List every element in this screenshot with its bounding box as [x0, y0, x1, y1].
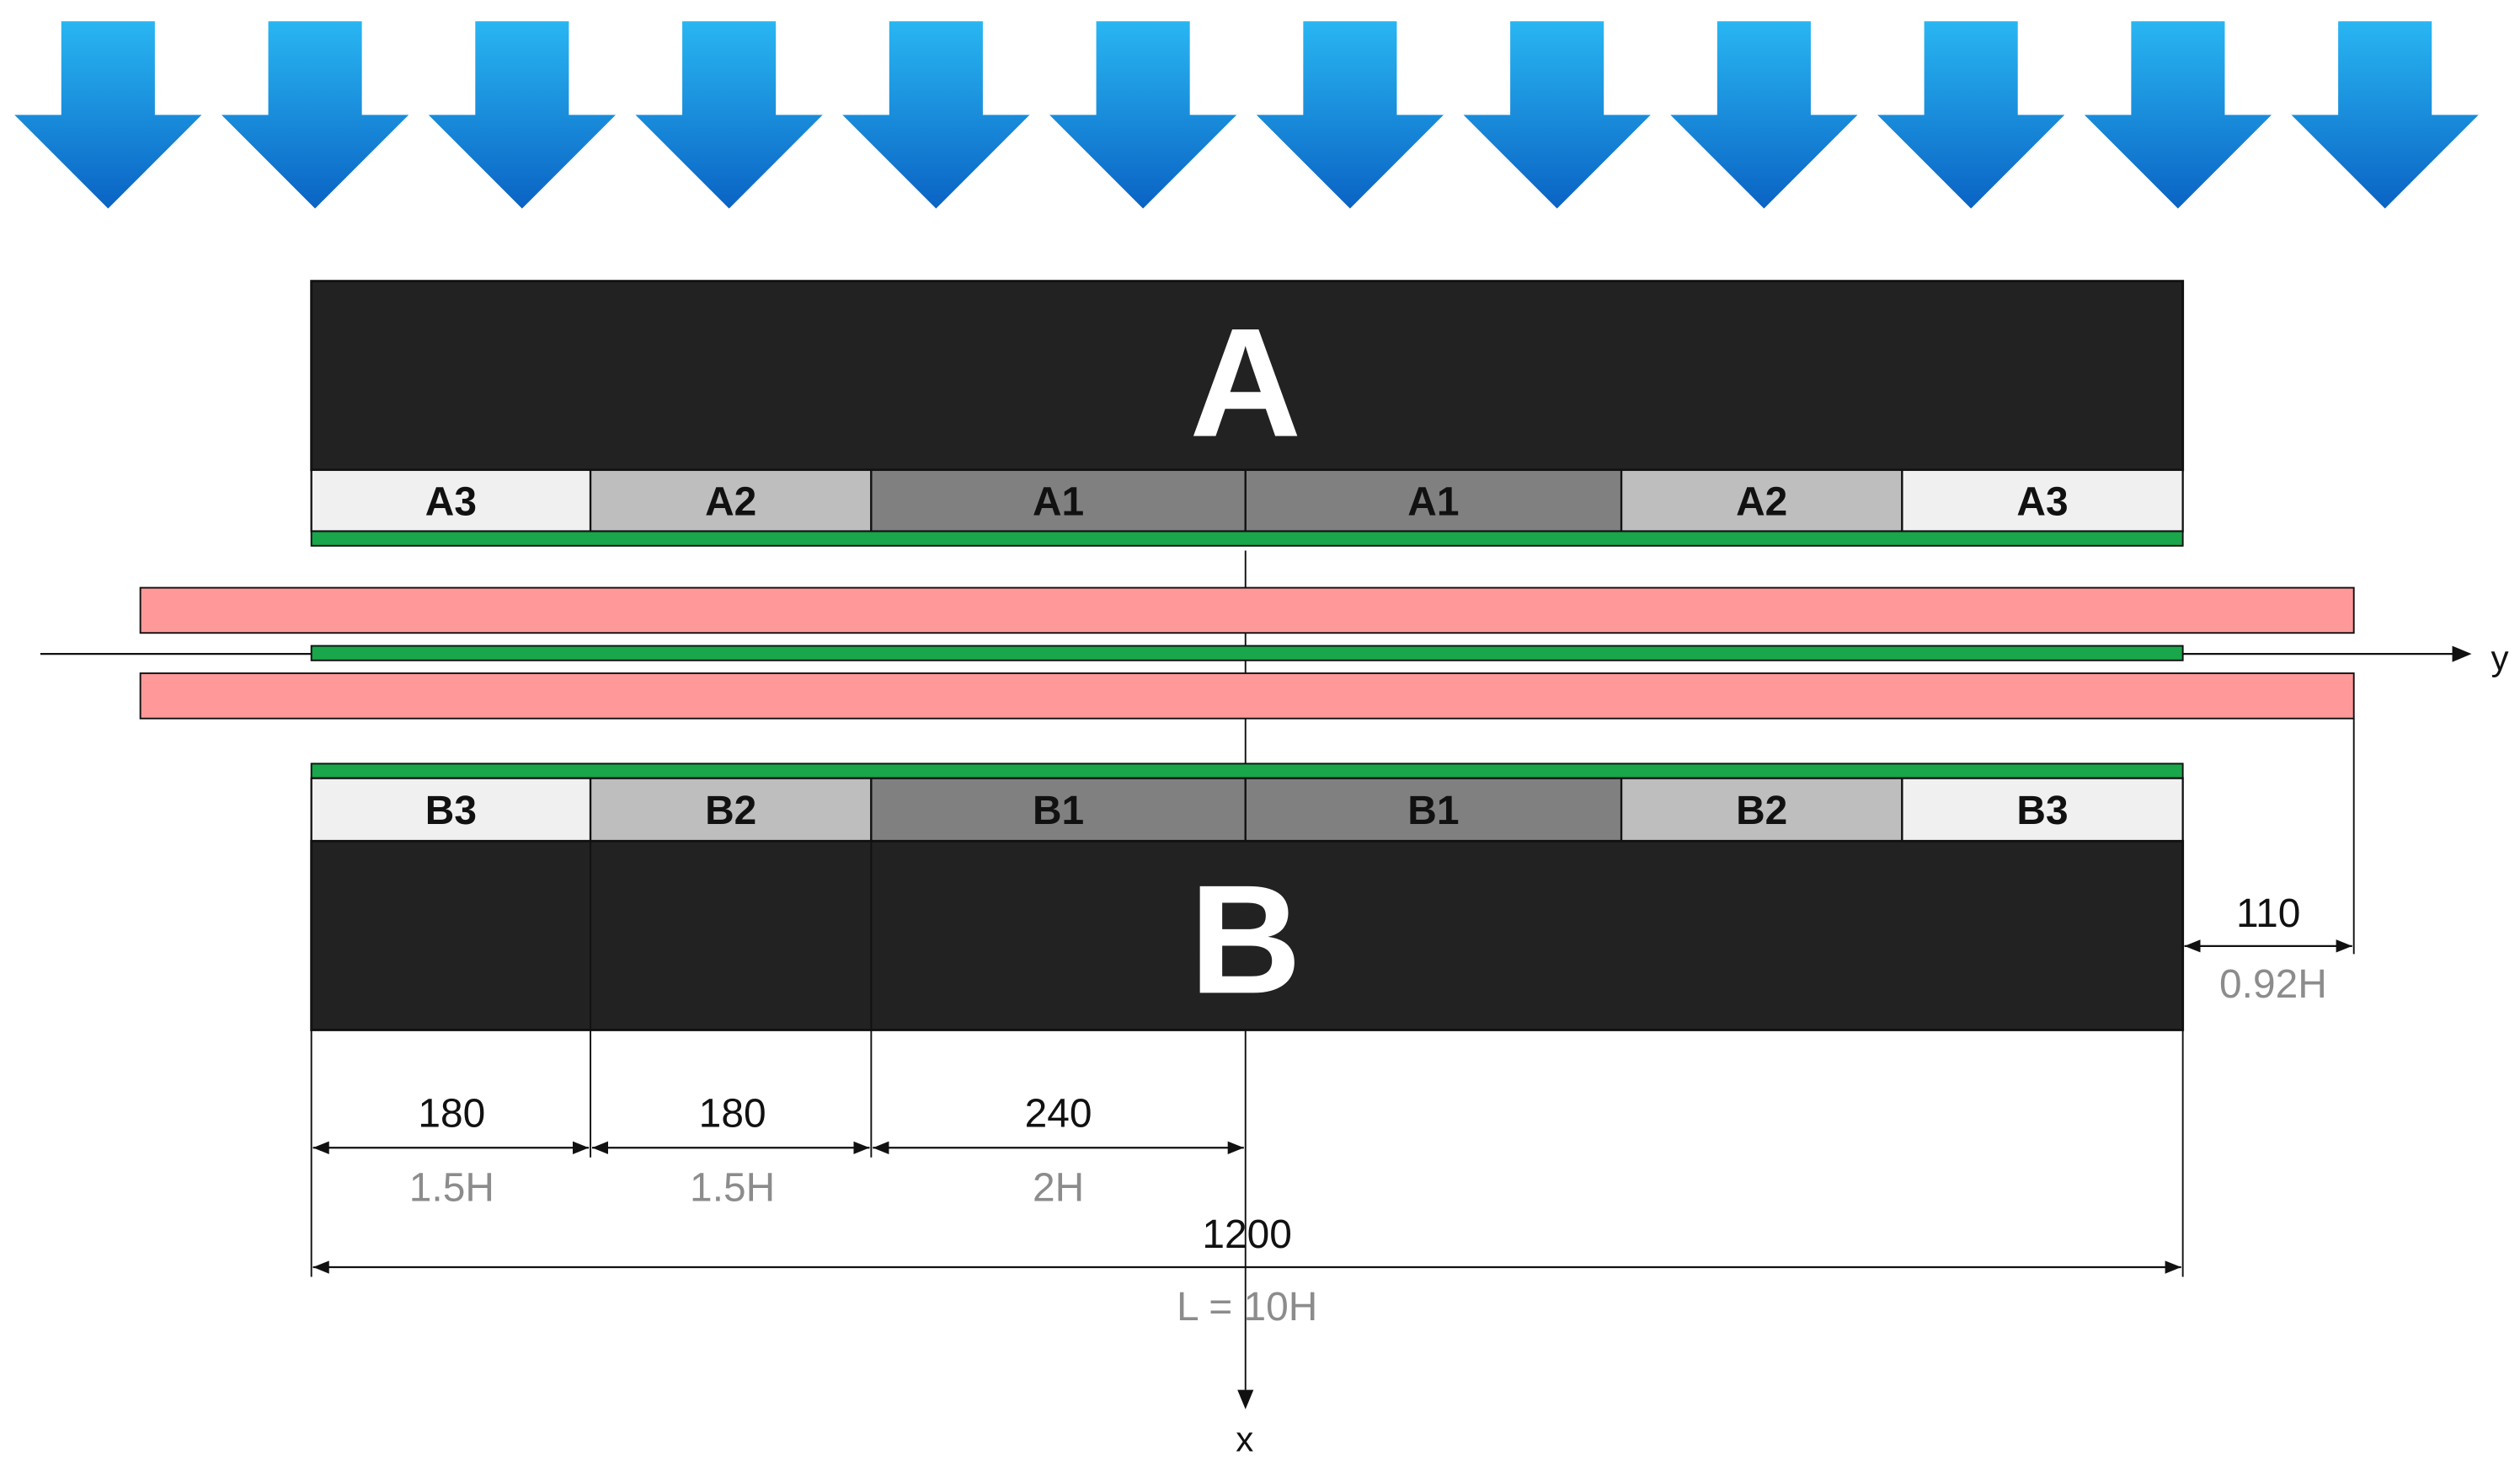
dim-seg2-value: 180	[699, 1091, 766, 1136]
bottom-zone-label-2: B2	[705, 789, 756, 833]
bottom-zone-label-6: B3	[2016, 789, 2068, 833]
down-arrow-icon	[1670, 21, 1858, 209]
y-axis-label: y	[2491, 638, 2509, 677]
top-zone-2	[589, 468, 873, 532]
bottom-zone-label-1: B3	[425, 789, 477, 833]
dim-overhang-relative: 0.92H	[2219, 962, 2327, 1007]
extension-lines	[310, 718, 2355, 1277]
top-zone-1	[310, 468, 592, 532]
x-axis-label: x	[1236, 1419, 1253, 1458]
adhesive-middle	[310, 645, 2184, 661]
bottom-zone-5	[1620, 777, 1903, 843]
down-arrow-icon	[428, 21, 616, 209]
block-a-label: A	[1189, 297, 1301, 469]
dim-overhang-value: 110	[2236, 891, 2300, 936]
dim-seg2-relative: 1.5H	[690, 1165, 775, 1210]
top-zone-label-6: A3	[2016, 479, 2068, 524]
down-arrow-icon	[2084, 21, 2272, 209]
dim-seg3-relative: 2H	[1033, 1165, 1084, 1210]
top-zone-5	[1620, 468, 1903, 532]
bottom-zone-6	[1901, 777, 2184, 843]
down-arrow-icon	[1049, 21, 1237, 209]
dim-seg1-value: 180	[418, 1091, 485, 1136]
block-b	[310, 839, 2185, 1031]
substrate-lower	[139, 672, 2355, 720]
dim-total-relative: L = 10H	[1177, 1285, 1317, 1330]
top-zone-3	[870, 468, 1247, 532]
bottom-zone-label-4: B1	[1407, 789, 1459, 833]
dim-seg1-relative: 1.5H	[409, 1165, 494, 1210]
block-a	[310, 280, 2185, 472]
down-arrow-icon	[1463, 21, 1651, 209]
dim-seg3-value: 240	[1025, 1091, 1092, 1136]
top-zone-label-3: A1	[1033, 479, 1084, 524]
x-axis-arrowhead	[1237, 1389, 1254, 1410]
down-arrow-icon	[14, 21, 202, 209]
y-axis-arrowhead	[2452, 645, 2472, 662]
bottom-zone-label-3: B1	[1033, 789, 1084, 833]
substrate-upper	[139, 586, 2355, 634]
adhesive-top	[310, 530, 2184, 547]
down-arrow-icon	[635, 21, 823, 209]
bottom-zone-label-5: B2	[1736, 789, 1787, 833]
top-zone-6	[1901, 468, 2184, 532]
zones-bottom: B3 B2 B1 B1 B2 B3	[310, 777, 2184, 843]
top-zone-label-1: A3	[425, 479, 477, 524]
top-zone-label-2: A2	[705, 479, 756, 524]
down-arrow-icon	[842, 21, 1030, 209]
block-b-label: B	[1189, 853, 1301, 1025]
down-arrow-icon	[1256, 21, 1444, 209]
down-arrow-icon	[1877, 21, 2065, 209]
load-arrows	[14, 21, 2479, 209]
top-zone-label-5: A2	[1736, 479, 1787, 524]
zones-top: A3 A2 A1 A1 A2 A3	[310, 468, 2184, 532]
down-arrow-icon	[2291, 21, 2479, 209]
down-arrow-icon	[221, 21, 409, 209]
dim-total-value: 1200	[1202, 1212, 1292, 1257]
adhesive-bottom	[310, 762, 2184, 779]
top-zone-label-4: A1	[1407, 479, 1459, 524]
bottom-zone-4	[1244, 777, 1623, 843]
